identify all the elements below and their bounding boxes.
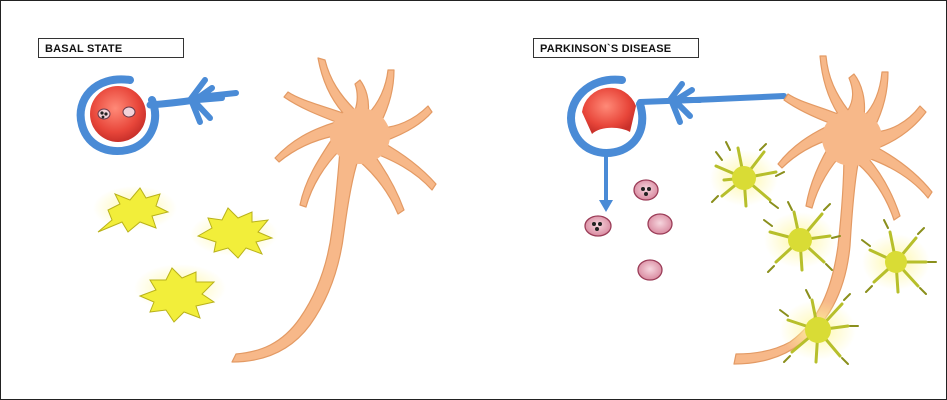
release-arrow (599, 150, 613, 212)
pd-activated-glia-1 (710, 142, 784, 208)
basal-glia-cell-1 (93, 186, 177, 232)
basal-dopaminergic-terminal (81, 79, 236, 151)
pd-dopaminergic-terminal (571, 80, 784, 153)
pd-activated-glia-4 (780, 290, 858, 364)
basal-glia-cell-3 (134, 264, 226, 322)
pd-activated-glia-2 (764, 202, 840, 272)
pd-free-vesicles (585, 180, 672, 280)
pd-activated-glia-3 (862, 220, 936, 294)
basal-glia-cell-2 (190, 208, 278, 258)
basal-neuron (232, 58, 436, 362)
pd-depleted-vesicle-pool (582, 88, 636, 134)
